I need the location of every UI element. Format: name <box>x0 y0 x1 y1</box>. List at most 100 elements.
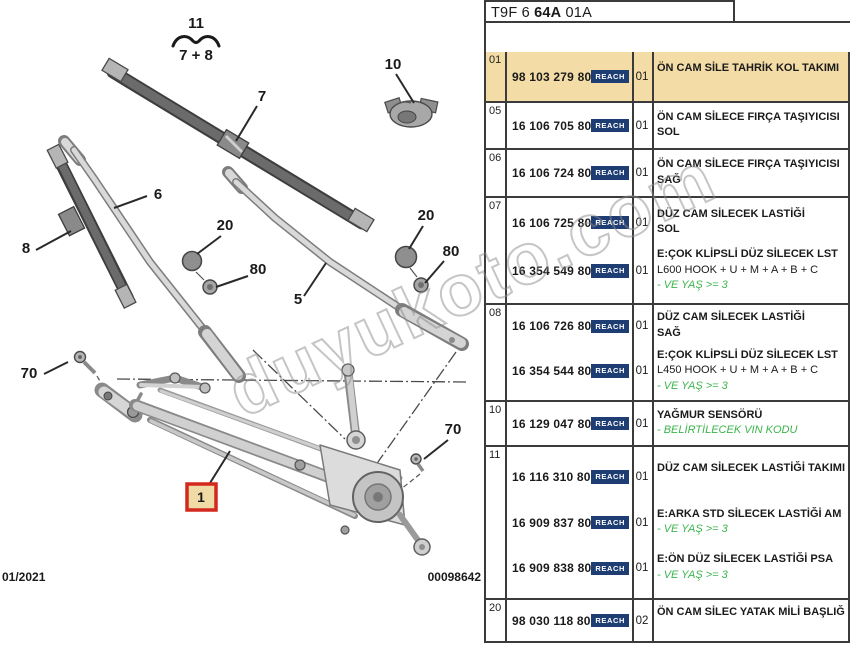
callout-80-left[interactable]: 80 <box>250 261 267 278</box>
callout-5[interactable]: 5 <box>294 291 302 308</box>
callout-7[interactable]: 7 <box>258 88 266 105</box>
reach-badge[interactable]: REACH <box>591 470 629 484</box>
desc-line: L450 HOOK + U + M + A + B + C <box>657 364 819 377</box>
quantity: 02 <box>635 614 649 627</box>
header-spacer <box>486 23 850 52</box>
callout-7-plus-8[interactable]: 7 + 8 <box>179 47 213 64</box>
quantity: 01 <box>635 516 649 529</box>
desc-line: DÜZ CAM SİLECEK LASTİĞİ <box>657 207 805 220</box>
wiper-arm-5 <box>222 166 469 351</box>
desc-line: SOL <box>657 223 680 236</box>
callout-70-right[interactable]: 70 <box>445 421 462 438</box>
desc-line: - VE YAŞ >= 3 <box>657 568 728 581</box>
callout-1-selected[interactable]: 1 <box>185 482 218 512</box>
reach-badge[interactable]: REACH <box>591 166 630 180</box>
column-divider <box>505 305 507 400</box>
callout-20-right[interactable]: 20 <box>418 207 435 224</box>
column-divider <box>632 150 634 196</box>
desc-line: E:ÖN DÜZ SİLECEK LASTİĞİ PSA <box>657 553 834 566</box>
column-divider <box>632 402 634 445</box>
column-divider <box>652 103 654 148</box>
callout-8[interactable]: 8 <box>22 240 30 257</box>
reach-badge[interactable]: REACH <box>591 416 630 431</box>
column-divider <box>632 52 634 101</box>
ref-number: 07 <box>489 200 502 212</box>
code-suffix: 01A <box>561 5 592 21</box>
part-number: 16 909 837 80 <box>512 515 592 530</box>
wiper-blade-8 <box>46 143 137 309</box>
column-divider <box>632 305 634 400</box>
callout-6[interactable]: 6 <box>154 186 162 203</box>
part-number: 16 116 310 80 <box>512 469 591 484</box>
callout-70-left[interactable]: 70 <box>21 365 38 382</box>
part-number: 98 103 279 80 <box>512 69 592 84</box>
reach-badge[interactable]: REACH <box>591 69 630 84</box>
desc-line: ÖN CAM SİLECE FIRÇA TAŞIYICISI <box>657 110 840 123</box>
desc-line: SOL <box>657 126 680 138</box>
reach-badge[interactable]: REACH <box>591 515 630 530</box>
exploded-diagram: 11 7 + 8 10 7 6 8 20 80 5 20 80 70 70 1 … <box>2 15 481 584</box>
reach-badge[interactable]: REACH <box>591 264 630 278</box>
nut-80-right <box>409 267 429 293</box>
callout-leader-lines <box>35 73 449 484</box>
desc-line: DÜZ CAM SİLECEK LASTİĞİ <box>657 311 805 324</box>
column-divider <box>505 150 507 196</box>
callout-11[interactable]: 11 <box>188 15 204 32</box>
quantity: 01 <box>635 320 649 333</box>
callout-20-left[interactable]: 20 <box>217 217 234 234</box>
code-prefix: T9F 6 <box>491 5 535 21</box>
column-divider <box>632 447 634 598</box>
cap-20-left <box>181 250 203 272</box>
ref-number: 10 <box>489 404 502 416</box>
ref-number: 05 <box>489 105 502 117</box>
reach-badge[interactable]: REACH <box>591 118 630 133</box>
brace-icon <box>171 35 221 48</box>
column-divider <box>652 447 654 598</box>
column-divider <box>505 402 507 445</box>
reach-badge[interactable]: REACH <box>591 319 630 334</box>
quantity: 01 <box>635 365 649 378</box>
desc-line: E:ÇOK KLİPSLİ DÜZ SİLECEK LST <box>657 348 838 361</box>
reach-badge[interactable]: REACH <box>591 364 630 378</box>
column-divider <box>632 198 634 303</box>
ref-number: 01 <box>489 54 502 66</box>
callout-1-label: 1 <box>197 489 205 505</box>
quantity: 01 <box>635 562 649 575</box>
column-divider <box>632 600 634 641</box>
quantity: 01 <box>635 264 649 277</box>
column-divider <box>632 103 634 148</box>
part-number: 16 129 047 80 <box>512 416 592 431</box>
desc-line: ÖN CAM SİLE TAHRİK KOL TAKIMI <box>657 61 840 74</box>
wiper-arm-6 <box>58 135 246 383</box>
part-number: 16 106 726 80 <box>512 319 592 334</box>
cap-20-right <box>394 245 418 269</box>
callout-10[interactable]: 10 <box>385 56 402 73</box>
reach-badge[interactable]: REACH <box>591 215 630 230</box>
reach-badge[interactable]: REACH <box>591 561 630 575</box>
desc-line: L600 HOOK + U + M + A + B + C <box>657 263 819 276</box>
desc-line: SAĞ <box>657 173 681 186</box>
callout-80-right[interactable]: 80 <box>443 243 460 260</box>
catalog-code: T9F 6 64A 01A <box>486 0 735 21</box>
column-divider <box>505 447 507 598</box>
column-divider <box>652 150 654 196</box>
column-divider <box>505 52 507 101</box>
desc-line: E:ARKA STD SİLECEK LASTİĞİ AM <box>657 507 842 520</box>
reach-badge[interactable]: REACH <box>591 613 629 628</box>
quantity: 01 <box>635 119 649 132</box>
